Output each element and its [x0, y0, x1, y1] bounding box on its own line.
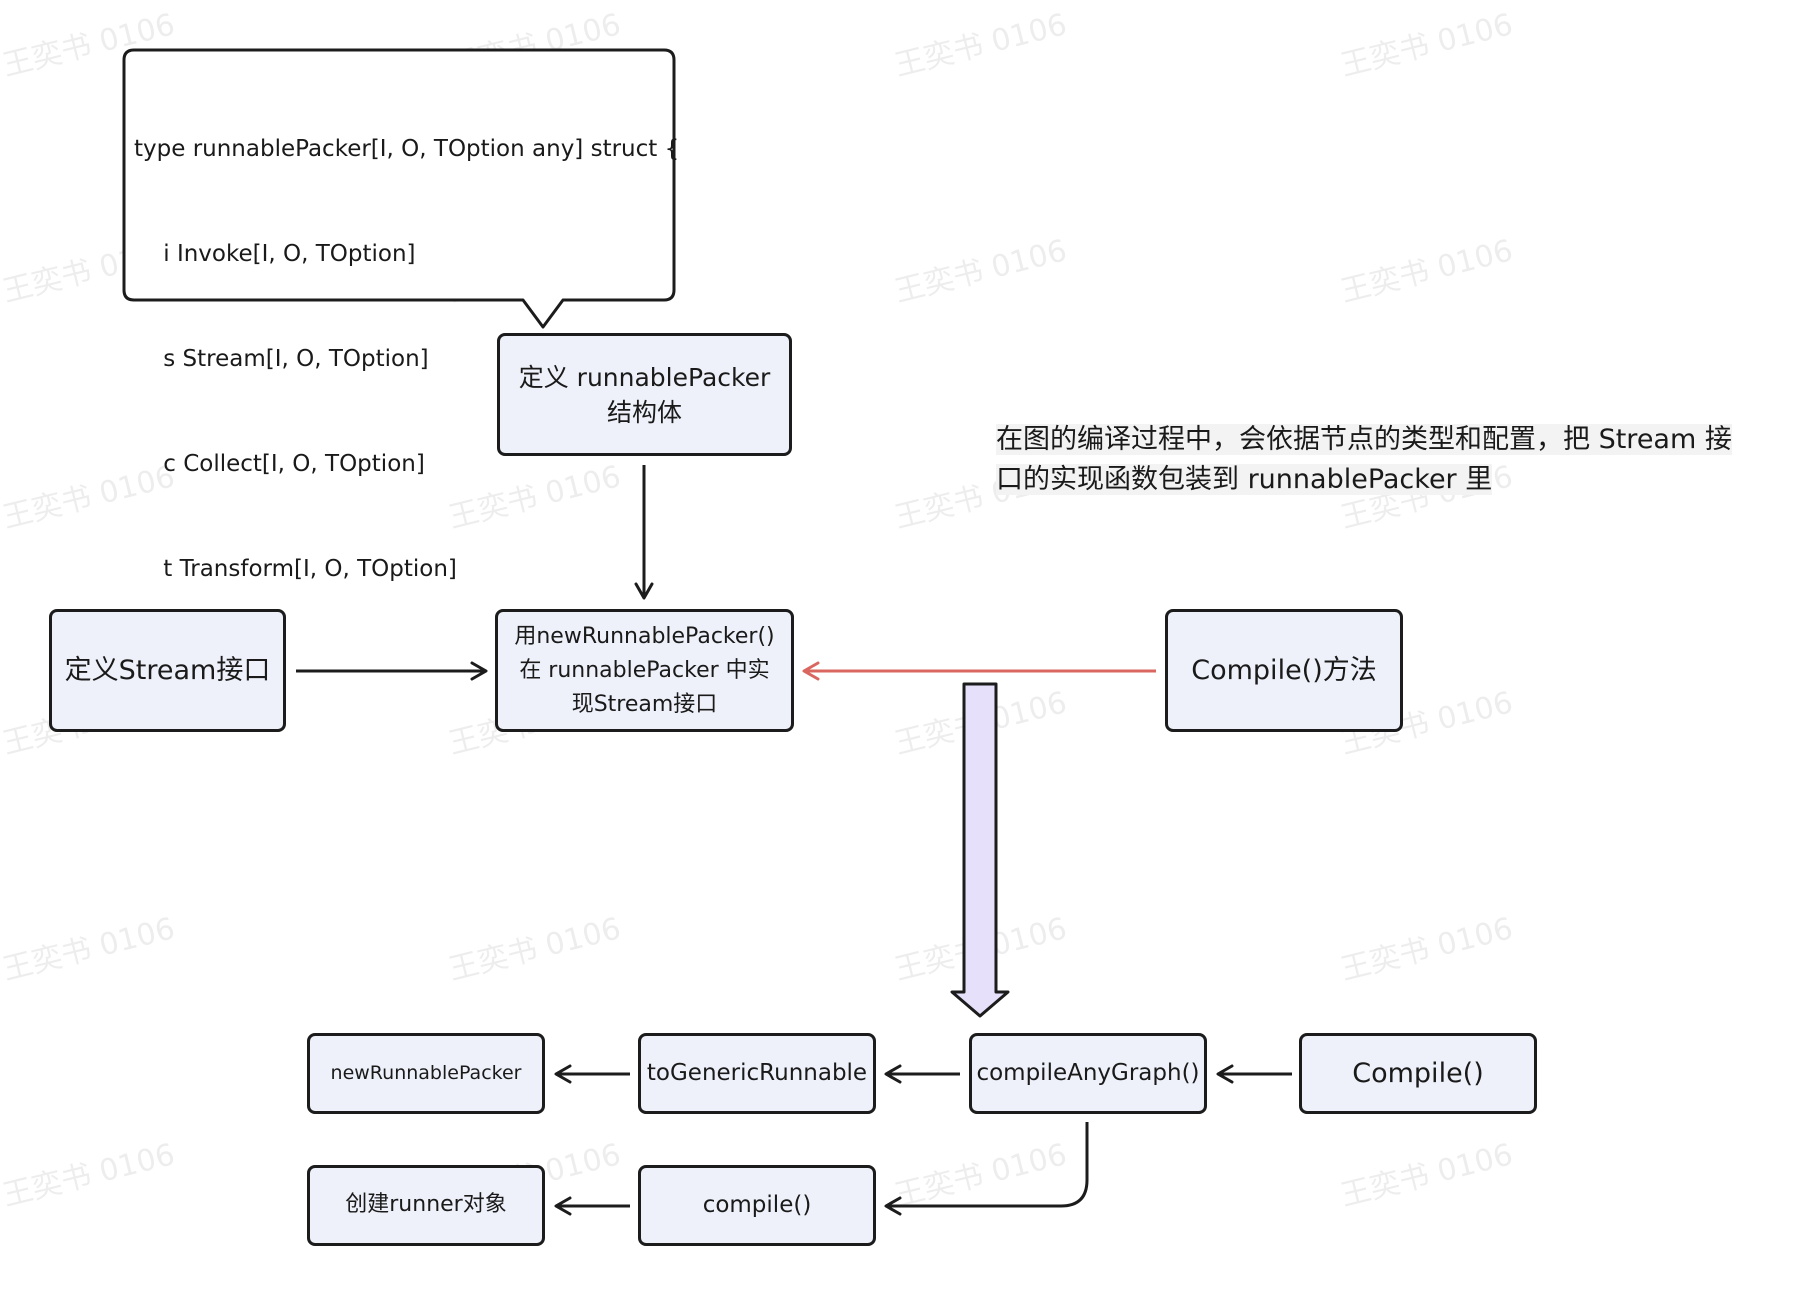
arrow-anygraph-to-compile: [884, 1122, 1089, 1216]
node-compile-any-graph: compileAnyGraph(): [969, 1033, 1207, 1114]
note-line-2: 口的实现函数包装到 runnablePacker 里: [996, 464, 1493, 495]
node-compile-lower: compile(): [638, 1165, 876, 1246]
callout-line: s Stream[I, O, TOption]: [134, 346, 429, 372]
node-define-packer: 定义 runnablePacker 结构体: [497, 333, 792, 456]
callout-line: type runnablePacker[I, O, TOption any] s…: [134, 136, 680, 162]
node-new-packer-impl: 用newRunnablePacker() 在 runnablePacker 中实…: [495, 609, 794, 732]
node-to-generic-runnable: toGenericRunnable: [638, 1033, 876, 1114]
node-new-runnable-packer: newRunnablePacker: [307, 1033, 545, 1114]
node-create-runner: 创建runner对象: [307, 1165, 545, 1246]
note-line-1: 在图的编译过程中，会依据节点的类型和配置，把 Stream 接: [996, 424, 1732, 455]
callout-line: t Transform[I, O, TOption]: [134, 556, 457, 582]
callout-bubble: [122, 48, 676, 329]
callout-line: i Invoke[I, O, TOption]: [134, 241, 416, 267]
compile-note: 在图的编译过程中，会依据节点的类型和配置，把 Stream 接 口的实现函数包装…: [996, 420, 1732, 500]
node-compile-upper: Compile(): [1299, 1033, 1537, 1114]
node-define-stream: 定义Stream接口: [49, 609, 286, 732]
callout-line: c Collect[I, O, TOption]: [134, 451, 425, 477]
big-down-arrow: [950, 682, 1010, 1018]
node-compile-method: Compile()方法: [1165, 609, 1403, 732]
